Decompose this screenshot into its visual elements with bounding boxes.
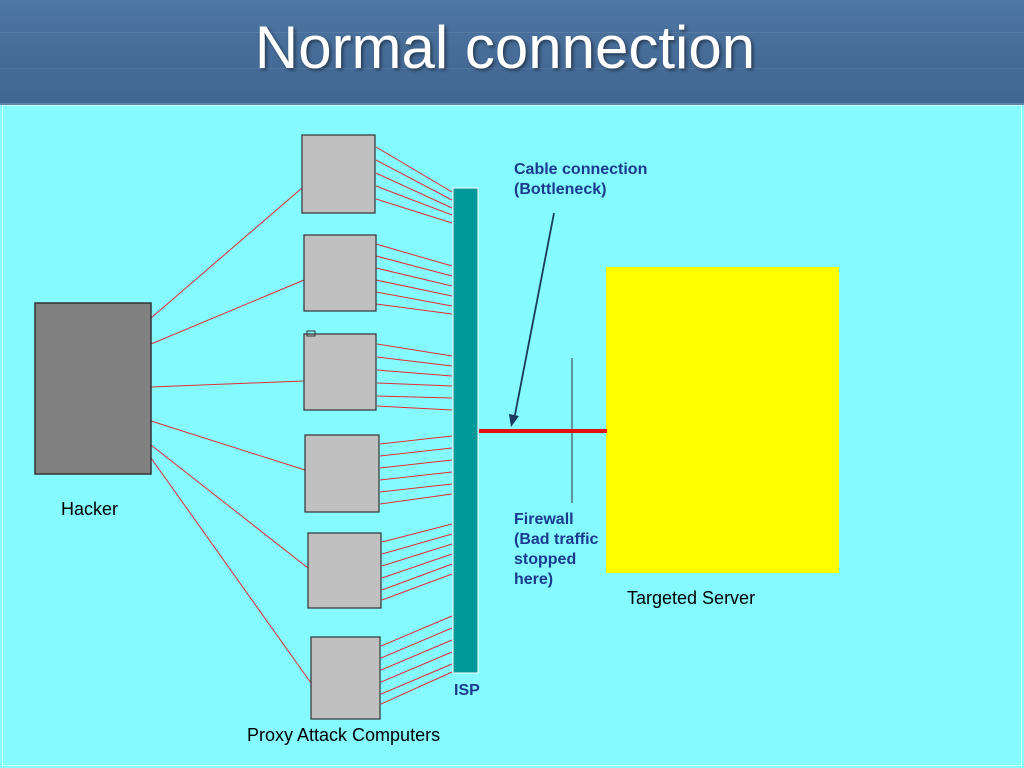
firewall-line3: stopped [514, 551, 577, 568]
bottleneck-arrow [513, 212, 555, 421]
proxy-computer [310, 636, 381, 720]
slide-title: Normal connection [254, 14, 756, 81]
proxies-label: Proxy Attack Computers [247, 725, 441, 745]
proxy-computer [307, 532, 382, 609]
proxy-computer [303, 333, 377, 411]
hacker-proxy-links [150, 187, 312, 684]
firewall-line1: Firewall [514, 511, 574, 528]
proxy-computers [301, 134, 382, 720]
proxy-computer [303, 234, 377, 312]
isp-label: ISP [454, 682, 480, 699]
firewall-line4: here) [514, 571, 554, 588]
isp-bar [452, 187, 479, 674]
cable-line1: Cable connection [514, 161, 648, 178]
hacker-label: Hacker [61, 499, 119, 519]
cable-line2: (Bottleneck) [514, 181, 607, 198]
cable-connection-annotation: Cable connection (Bottleneck) [514, 160, 647, 200]
firewall-line2: (Bad traffic [514, 531, 599, 548]
server-label: Targeted Server [627, 588, 756, 608]
title-bar: Normal connection [0, 0, 1024, 105]
proxy-computer [304, 434, 380, 513]
arrow-head-icon [509, 414, 519, 427]
hacker-computer [34, 302, 152, 475]
firewall-annotation: Firewall (Bad traffic stopped here) [514, 510, 598, 590]
proxy-isp-links [375, 146, 453, 705]
targeted-server [606, 267, 839, 573]
slide-content-frame [2, 105, 1022, 766]
proxy-computer [301, 134, 376, 214]
small-marker [306, 330, 316, 337]
